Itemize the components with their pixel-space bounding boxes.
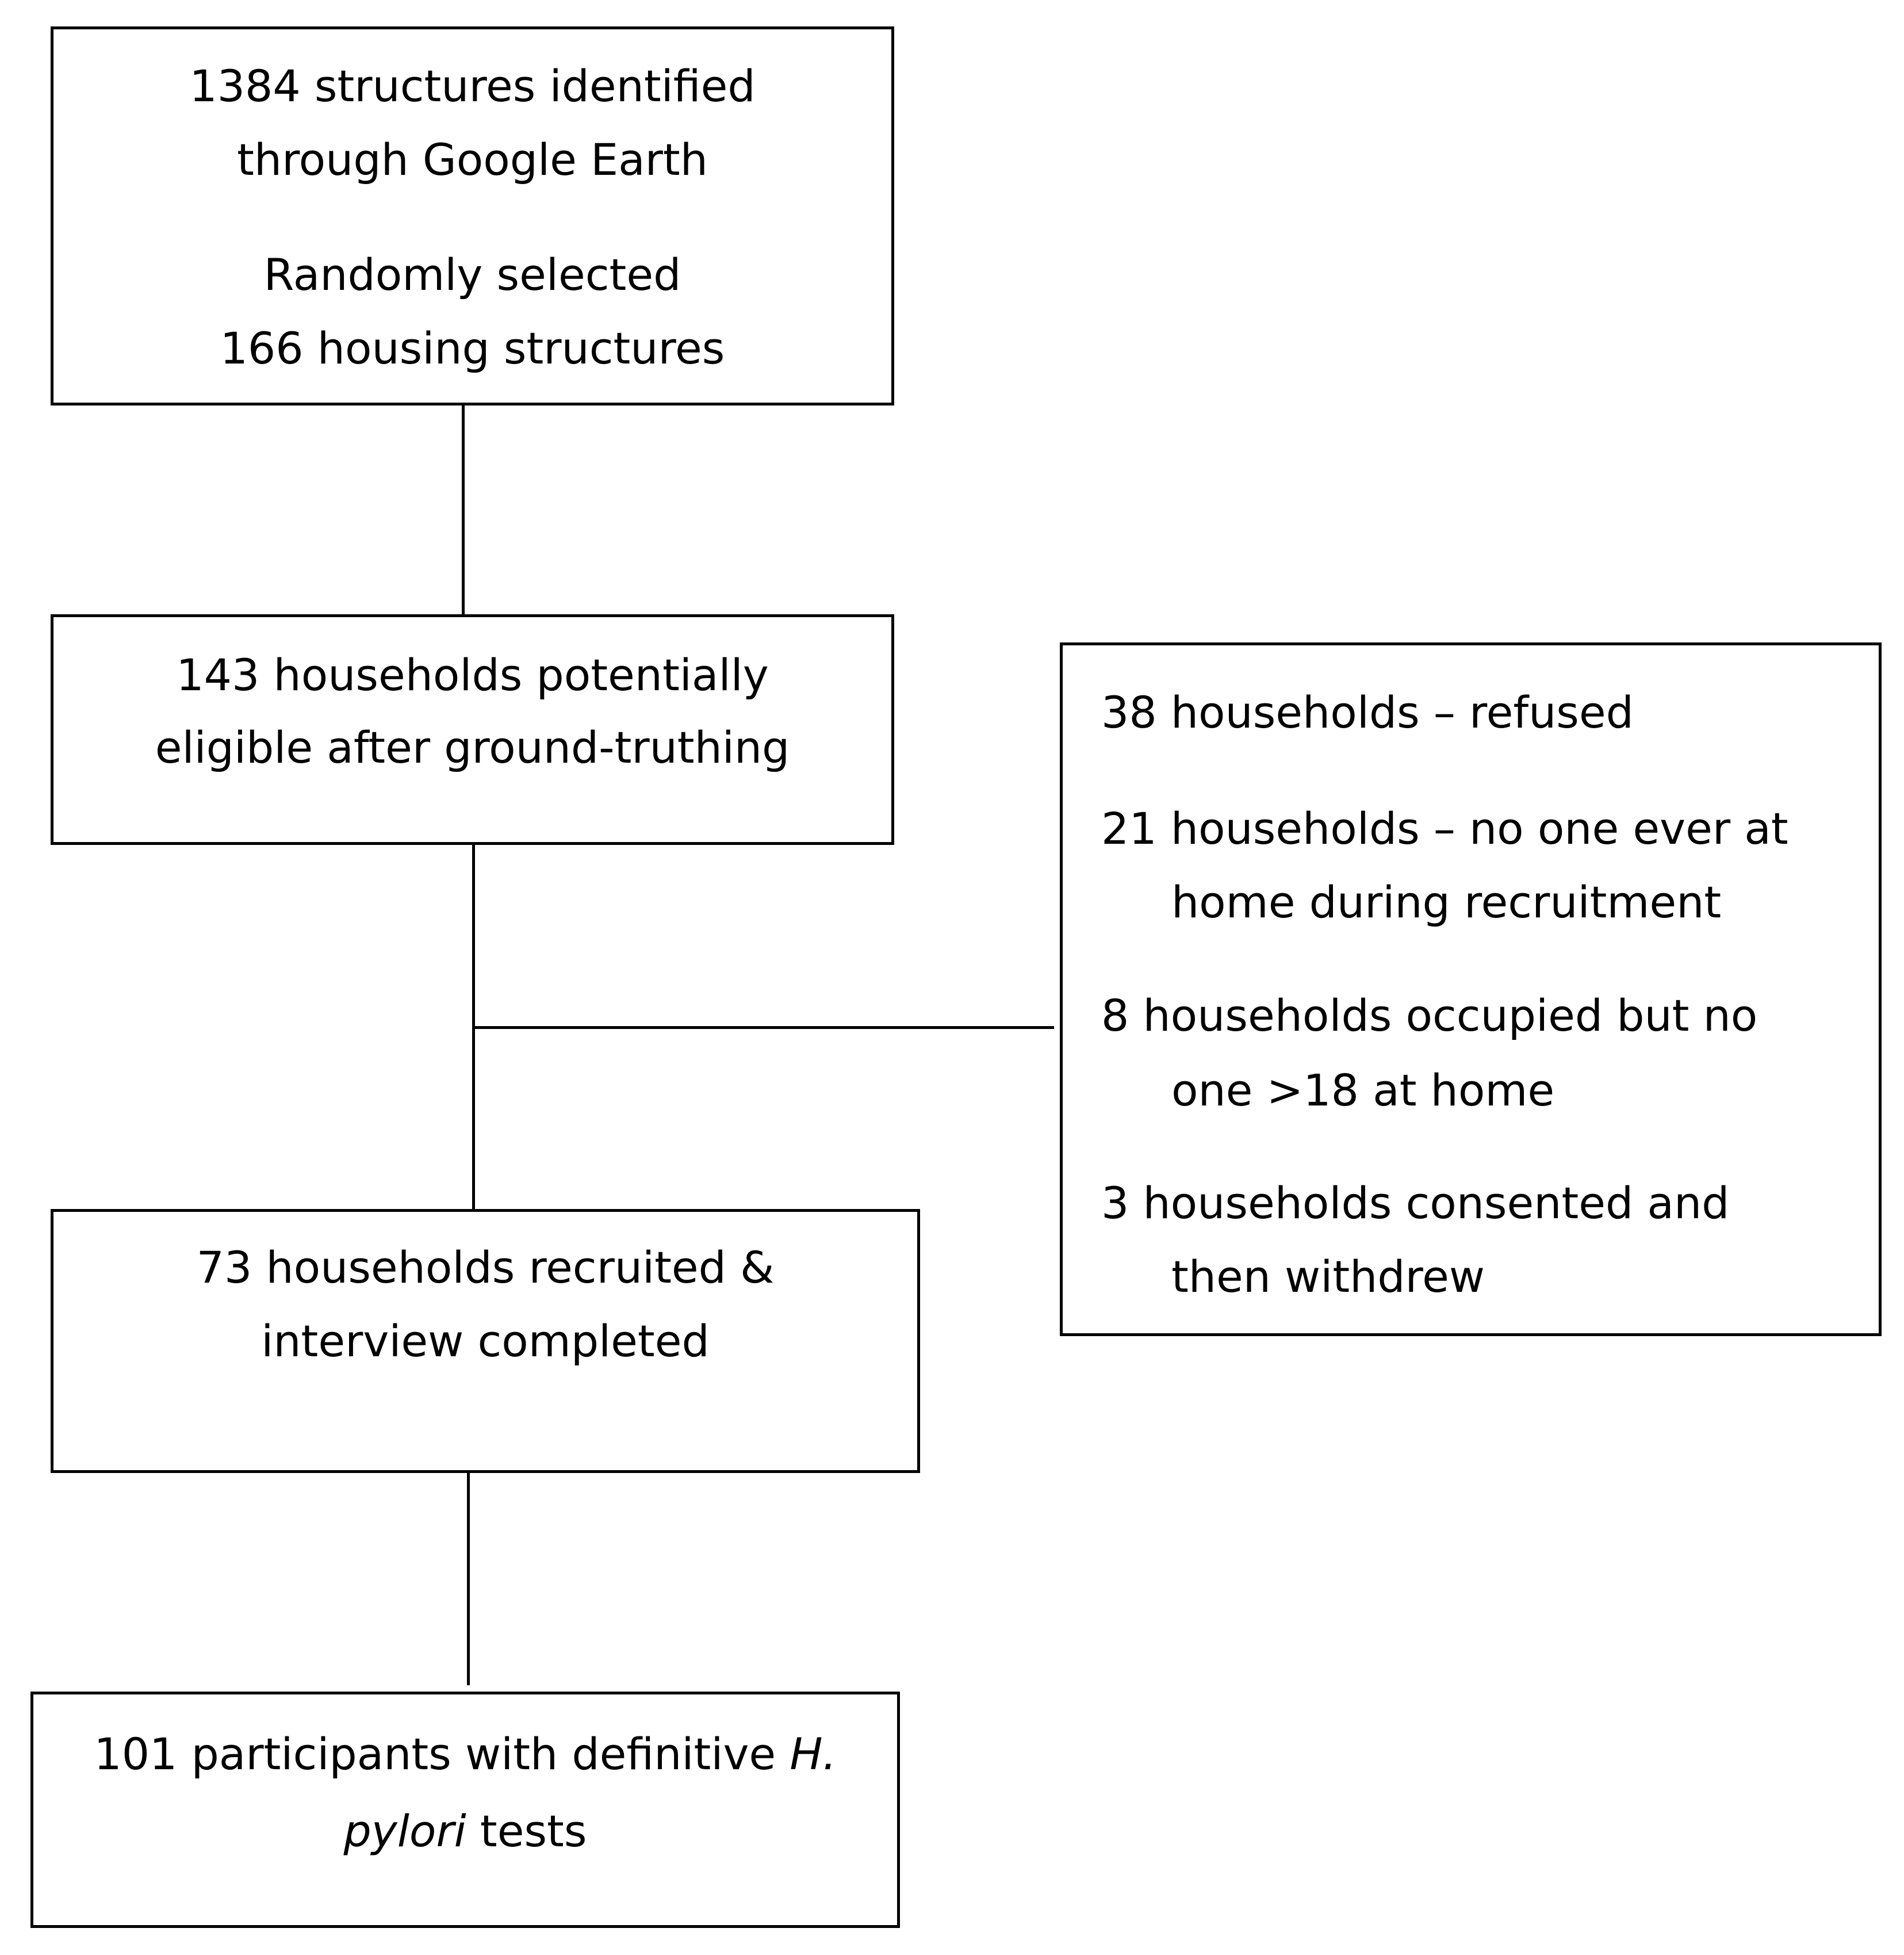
- box-participants-tested: 101 participants with definitive H. pylo…: [30, 1692, 900, 1928]
- box2-line1: 143 households potentially: [176, 649, 769, 701]
- box4-line1: 101 participants with definitive H.: [33, 1717, 897, 1791]
- box-households-eligible: 143 households potentially eligible afte…: [51, 614, 894, 845]
- exclusion-withdrew-line1: 3 households consented and: [1101, 1177, 1730, 1229]
- connector-box1-box2: [462, 404, 465, 617]
- box4-line2-text: tests: [466, 1805, 587, 1857]
- box4-species-name: pylori: [343, 1805, 466, 1857]
- box1-line3: Randomly selected: [263, 249, 681, 300]
- connector-box3-box4: [467, 1472, 470, 1685]
- box4-line1-text: 101 participants with definitive: [94, 1728, 790, 1780]
- box1-line2: through Google Earth: [237, 134, 708, 185]
- exclusion-no-adult-line2: one >18 at home: [1171, 1065, 1555, 1116]
- box-structures-identified: 1384 structures identified through Googl…: [51, 26, 894, 405]
- exclusion-withdrew-line2: then withdrew: [1171, 1251, 1485, 1302]
- box-households-recruited: 73 households recruited & interview comp…: [51, 1209, 920, 1473]
- exclusion-refused: 38 households – refused: [1101, 687, 1634, 738]
- box4-species-genus: H.: [790, 1728, 837, 1780]
- box2-line2: eligible after ground-truthing: [155, 722, 790, 773]
- box1-line4: 166 housing structures: [220, 323, 725, 374]
- connector-exclusions-branch: [472, 1026, 1054, 1029]
- exclusion-no-adult-line1: 8 households occupied but no: [1101, 990, 1758, 1041]
- box3-line2: interview completed: [261, 1315, 710, 1367]
- box-exclusions: 38 households – refused 21 households – …: [1060, 642, 1882, 1336]
- box4-line2: pylori tests: [33, 1795, 897, 1868]
- exclusion-no-one-home-line2: home during recruitment: [1171, 877, 1722, 928]
- box3-line1: 73 households recruited &: [196, 1242, 775, 1293]
- box1-line1: 1384 structures identified: [189, 60, 756, 112]
- exclusion-no-one-home-line1: 21 households – no one ever at: [1101, 803, 1788, 854]
